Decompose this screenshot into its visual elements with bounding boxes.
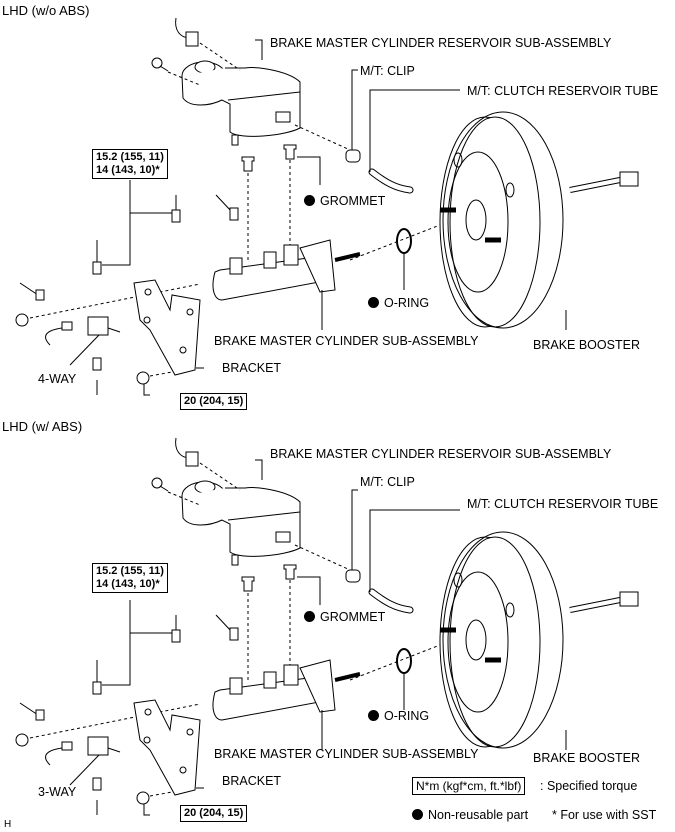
torque-unit-legend: N*m (kgf*cm, ft.*lbf) (412, 777, 526, 795)
non-reusable-icon (368, 710, 379, 721)
nut-torque-box: 20 (204, 15) (180, 805, 248, 822)
non-reusable-icon (368, 297, 379, 308)
section-title: LHD (w/ ABS) (2, 419, 83, 434)
master-cylinder-label: BRAKE MASTER CYLINDER SUB-ASSEMBLY (214, 334, 479, 348)
clip-label: M/T: CLIP (360, 475, 415, 489)
bracket-label: BRACKET (222, 774, 282, 788)
nut-torque-box: 20 (204, 15) (180, 393, 248, 410)
clip-label: M/T: CLIP (360, 64, 415, 78)
clutch-tube-label: M/T: CLUTCH RESERVOIR TUBE (467, 497, 659, 511)
grommet-label: GROMMET (304, 610, 385, 624)
torque-legend-desc: : Specified torque (540, 779, 638, 793)
corner-mark: H (4, 819, 12, 830)
joint-label: 4-WAY (38, 372, 77, 386)
master-cylinder-label: BRAKE MASTER CYLINDER SUB-ASSEMBLY (214, 747, 479, 761)
section-title: LHD (w/o ABS) (2, 3, 90, 18)
joint-label: 3-WAY (38, 785, 77, 799)
non-reusable-icon (304, 195, 315, 206)
grommet-label: GROMMET (304, 194, 385, 208)
booster-label: BRAKE BOOSTER (533, 751, 640, 765)
brake-line-torque-box: 15.2 (155, 11) 14 (143, 10)* (92, 563, 168, 593)
o-ring-label: O-RING (368, 709, 429, 723)
o-ring-label: O-RING (368, 296, 429, 310)
non-reusable-icon (304, 611, 315, 622)
non-reusable-icon (412, 809, 423, 820)
sst-note: * For use with SST (552, 808, 657, 822)
non-reusable-legend: Non-reusable part (412, 808, 528, 822)
reservoir-label: BRAKE MASTER CYLINDER RESERVOIR SUB-ASSE… (270, 36, 612, 50)
booster-label: BRAKE BOOSTER (533, 338, 640, 352)
brake-line-torque-box: 15.2 (155, 11) 14 (143, 10)* (92, 149, 168, 179)
reservoir-label: BRAKE MASTER CYLINDER RESERVOIR SUB-ASSE… (270, 447, 612, 461)
clutch-tube-label: M/T: CLUTCH RESERVOIR TUBE (467, 84, 659, 98)
bracket-label: BRACKET (222, 361, 282, 375)
